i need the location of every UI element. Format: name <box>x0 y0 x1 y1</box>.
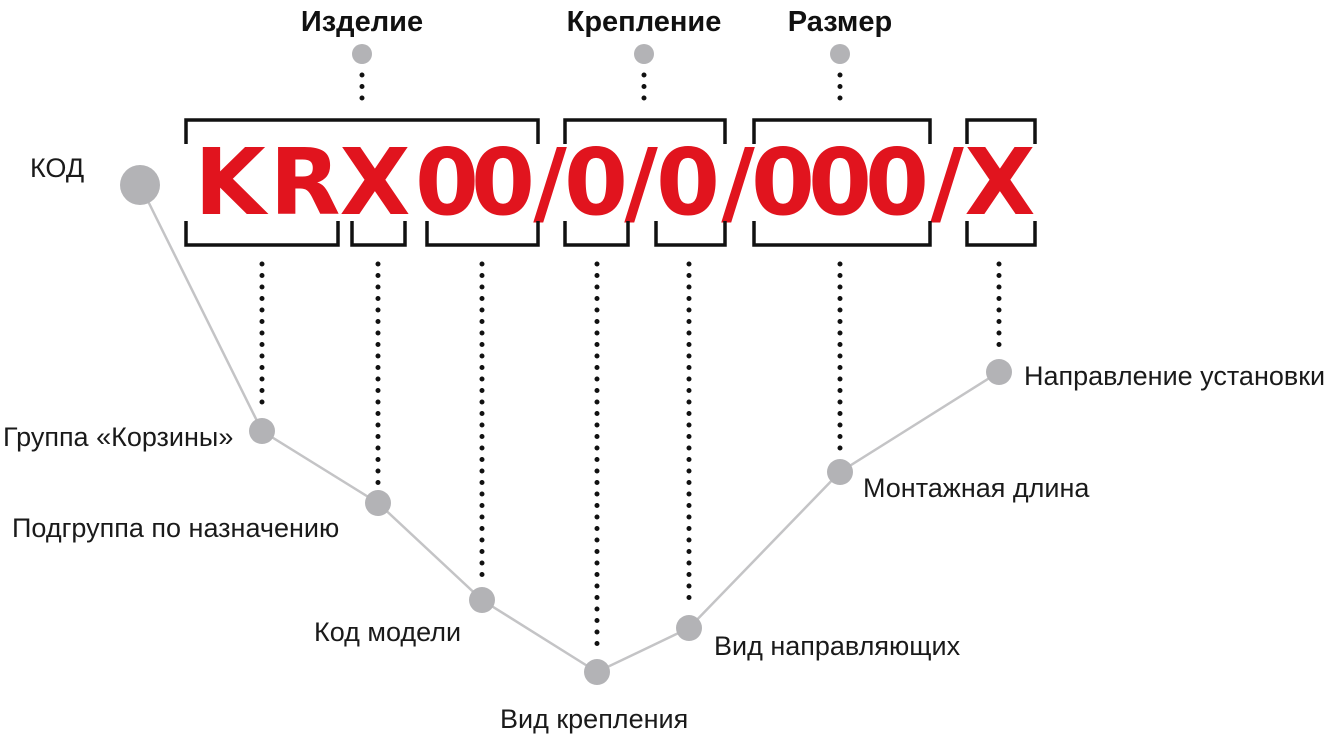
bracket-bottom-guide-type <box>654 221 727 247</box>
mount-type-node <box>584 659 610 685</box>
bracket-bottom-model <box>425 221 540 247</box>
bracket-top-direction <box>965 118 1037 144</box>
code-char: 0 <box>808 129 872 236</box>
bracket-bottom-group <box>184 221 340 247</box>
code-char: 0 <box>751 129 815 236</box>
bracket-top-mounting <box>563 118 727 144</box>
code-node <box>120 165 160 205</box>
guide-type-label: Вид направляющих <box>714 631 961 661</box>
bracket-bottom-length <box>752 221 932 247</box>
header-product-node <box>352 44 372 64</box>
header-size-node <box>830 44 850 64</box>
code-char: / <box>624 129 658 236</box>
code-char: 0 <box>564 129 628 236</box>
header-product: Изделие <box>301 6 423 38</box>
guide-type-node <box>676 615 702 641</box>
code-char: 0 <box>471 129 535 236</box>
subgroup-node <box>365 490 391 516</box>
header-mounting-node <box>634 44 654 64</box>
code-char: / <box>930 129 964 236</box>
model-node <box>469 587 495 613</box>
group-label: Группа «Корзины» <box>3 422 233 452</box>
code-char: K <box>194 129 269 236</box>
code-label: КОД <box>30 153 84 183</box>
bracket-bottom-mount-type <box>563 221 630 247</box>
code-char: X <box>965 129 1036 236</box>
subgroup-label: Подгруппа по назначению <box>12 513 339 543</box>
install-direction-label: Направление установки <box>1024 361 1325 391</box>
code-char: 0 <box>865 129 929 236</box>
code-char: / <box>533 129 567 236</box>
group-node <box>249 418 275 444</box>
code-char: 0 <box>656 129 720 236</box>
bracket-top-product <box>184 118 540 144</box>
mount-type-label: Вид крепления <box>500 704 688 734</box>
model-code-label: Код модели <box>314 617 461 647</box>
direction-node <box>986 359 1012 385</box>
connector-line <box>138 184 1000 674</box>
header-size: Размер <box>788 6 892 38</box>
bracket-bottom-subgroup <box>350 221 407 247</box>
length-node <box>827 459 853 485</box>
header-mounting: Крепление <box>567 6 722 38</box>
code-char: 0 <box>415 129 479 236</box>
bracket-bottom-direction <box>965 221 1037 247</box>
product-code: K R X 0 0 / 0 / 0 / 0 0 0 / X <box>194 129 1035 236</box>
code-char: X <box>340 129 411 236</box>
mount-length-label: Монтажная длина <box>863 473 1090 503</box>
code-char: R <box>270 129 341 236</box>
bracket-top-size <box>752 118 932 144</box>
code-char: / <box>721 129 755 236</box>
